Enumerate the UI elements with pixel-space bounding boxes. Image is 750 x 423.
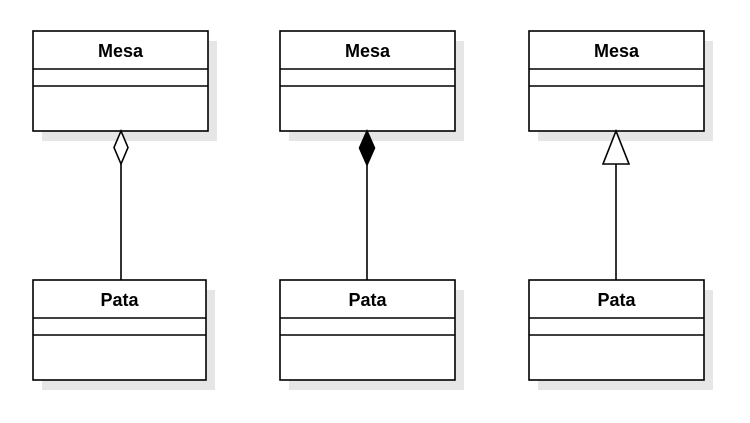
hollow-diamond-icon bbox=[113, 128, 129, 167]
class-box-pata-1[interactable]: Pata bbox=[32, 279, 215, 390]
class-box-mesa-2[interactable]: Mesa bbox=[279, 30, 464, 141]
class-box-pata-2[interactable]: Pata bbox=[279, 279, 464, 390]
aggregation-edge[interactable] bbox=[113, 128, 129, 280]
class-name: Pata bbox=[348, 290, 387, 310]
class-name: Pata bbox=[100, 290, 139, 310]
generalization-edge[interactable] bbox=[601, 128, 631, 280]
class-name: Pata bbox=[597, 290, 636, 310]
class-name: Mesa bbox=[98, 41, 144, 61]
composition-group: Mesa Pata bbox=[279, 30, 464, 390]
class-box-pata-3[interactable]: Pata bbox=[528, 279, 713, 390]
aggregation-group: Mesa Pata bbox=[32, 30, 217, 390]
class-box-mesa-3[interactable]: Mesa bbox=[528, 30, 713, 141]
composition-edge[interactable] bbox=[358, 129, 376, 280]
class-name: Mesa bbox=[345, 41, 391, 61]
class-name: Mesa bbox=[594, 41, 640, 61]
hollow-triangle-icon bbox=[601, 128, 631, 165]
filled-diamond-icon bbox=[358, 129, 376, 167]
generalization-group: Mesa Pata bbox=[528, 30, 713, 390]
class-box-mesa-1[interactable]: Mesa bbox=[32, 30, 217, 141]
